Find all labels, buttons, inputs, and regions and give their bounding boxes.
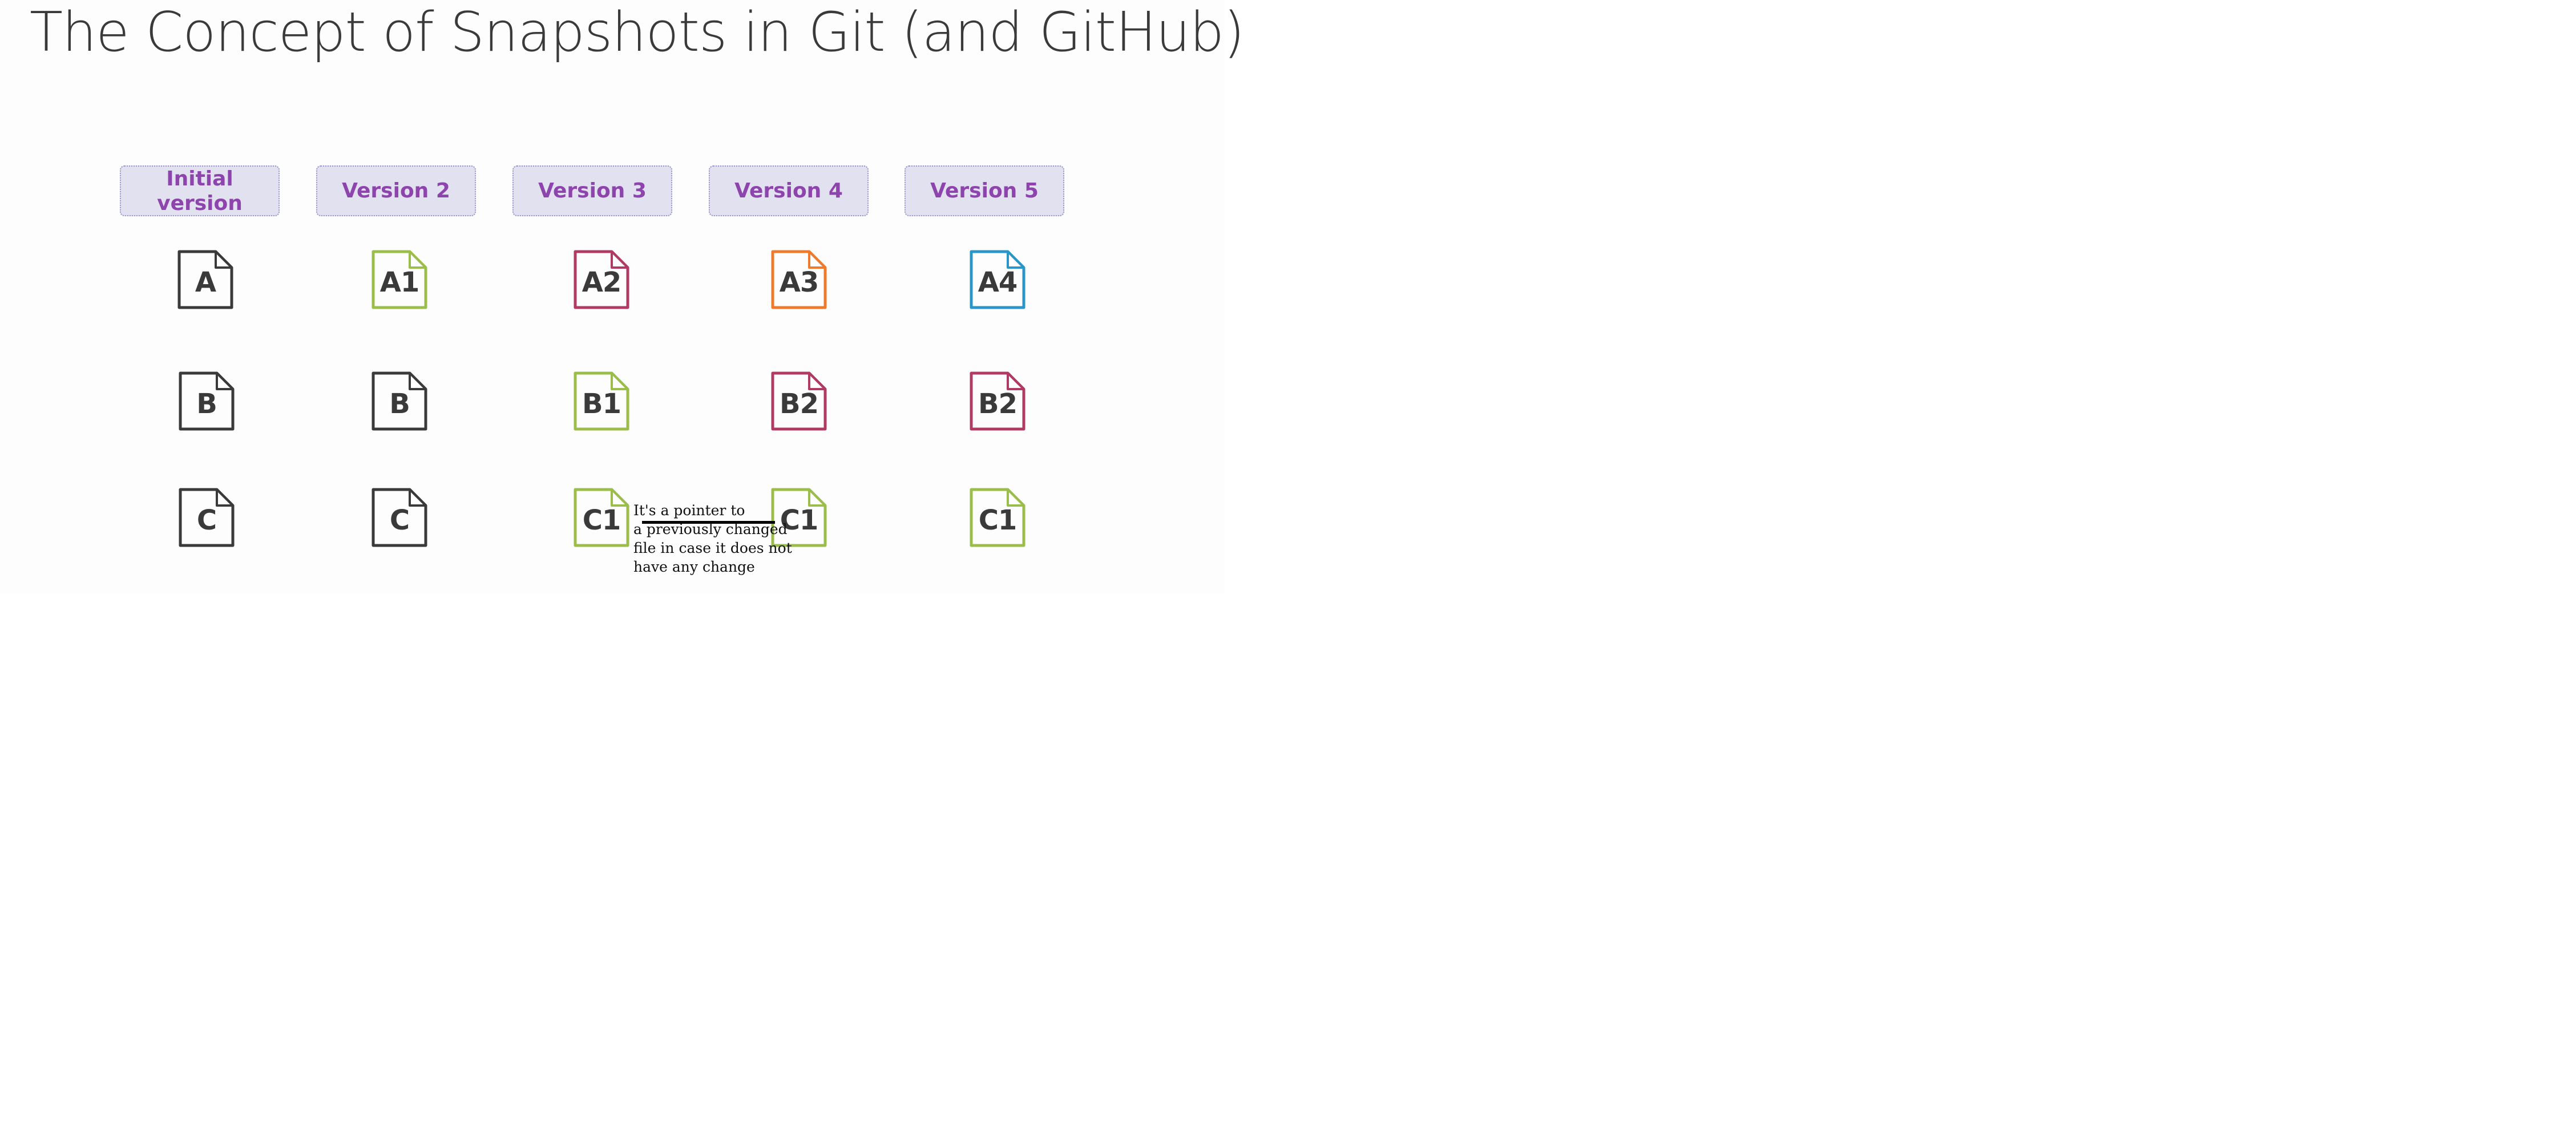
header-line: Version 2 (342, 179, 450, 203)
file-label: C1 (978, 504, 1018, 536)
header-initial-version: Initial version (120, 165, 280, 216)
pointer-note: It's a pointer to a previously changed f… (633, 501, 792, 576)
note-line: It's a pointer to (633, 502, 745, 519)
header-line: Version 3 (538, 179, 647, 203)
file-label: C (196, 504, 217, 536)
file-label: A2 (582, 266, 622, 298)
file-label: C1 (582, 504, 621, 536)
header-version-2: Version 2 (316, 165, 476, 216)
header-line: Initial (166, 167, 233, 191)
header-version-3: Version 3 (512, 165, 672, 216)
file-icon-a3: A3 (765, 248, 833, 311)
file-label: B2 (780, 388, 819, 420)
file-label: A4 (978, 266, 1018, 298)
file-icon-c1: C1 (567, 486, 636, 549)
file-label: C (389, 504, 410, 536)
file-icon-b2: B2 (765, 370, 833, 432)
note-line: file in case it does not (633, 540, 792, 556)
header-line: version (157, 191, 243, 215)
file-icon-c1: C1 (765, 486, 833, 549)
file-label: B (196, 388, 217, 420)
file-label: B1 (582, 388, 621, 420)
file-label: C1 (780, 504, 819, 536)
file-label: B2 (978, 388, 1018, 420)
header-version-4: Version 4 (709, 165, 869, 216)
header-line: Version 5 (930, 179, 1039, 203)
file-icon-a2: A2 (567, 248, 636, 311)
note-line: a previously changed (633, 521, 788, 537)
file-icon-a4: A4 (963, 248, 1032, 311)
file-icon-a1: A1 (365, 248, 434, 311)
note-line: have any change (633, 559, 755, 575)
file-icon-b2: B2 (963, 370, 1032, 432)
file-label: A3 (779, 266, 819, 298)
header-line: Version 4 (734, 179, 843, 203)
file-label: B (389, 388, 410, 420)
file-icon-b1: B1 (567, 370, 636, 432)
file-icon-c: C (365, 486, 434, 549)
file-icon-b: B (172, 370, 241, 432)
file-icon-c1: C1 (963, 486, 1032, 549)
pointer-line (642, 521, 775, 524)
file-icon-a: A (171, 248, 240, 311)
header-version-5: Version 5 (905, 165, 1064, 216)
file-icon-b: B (365, 370, 434, 432)
page-title: The Concept of Snapshots in Git (and Git… (30, 1, 1245, 64)
file-label: A1 (379, 266, 420, 298)
file-label: A (195, 266, 216, 298)
file-icon-c: C (172, 486, 241, 549)
